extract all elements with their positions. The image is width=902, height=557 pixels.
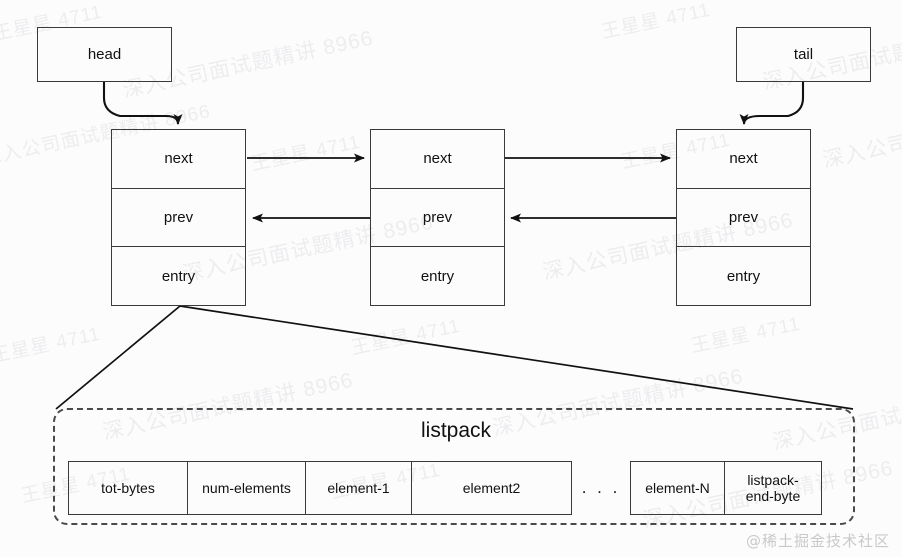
head-pointer-box[interactable]: head (37, 27, 172, 82)
node2-cell-prev: prev (371, 187, 504, 247)
head-to-node1-arrow (102, 82, 183, 125)
listpack-right-group: element-N listpack- end-byte (630, 461, 822, 515)
quicklist-node-3[interactable]: next prev entry (676, 129, 811, 306)
listpack-field-element2[interactable]: element2 (411, 462, 571, 514)
watermark-text: 王星星 4711 (0, 323, 103, 368)
node1-cell-next: next (164, 150, 193, 168)
listpack-field-row: tot-bytes num-elements element-1 element… (68, 461, 822, 515)
listpack-field-num-elements[interactable]: num-elements (187, 462, 305, 514)
listpack-field-element-n[interactable]: element-N (645, 479, 710, 496)
node3-cell-next: next (729, 150, 758, 168)
watermark-text: 王星星 4711 (599, 0, 713, 44)
entry-expand-line-left (55, 305, 181, 410)
listpack-title: listpack (420, 419, 492, 442)
tail-pointer-box[interactable]: tail (736, 27, 871, 82)
listpack-field-element-1[interactable]: element-1 (305, 462, 411, 514)
watermark-text: 王星星 4711 (689, 313, 803, 358)
node2-cell-entry[interactable]: entry (371, 246, 504, 305)
node1-cell-prev: prev (112, 187, 245, 247)
listpack-container: listpack tot-bytes num-elements element-… (53, 408, 855, 525)
site-credit-watermark: @稀土掘金技术社区 (745, 532, 890, 550)
watermark-text: 王星星 4711 (349, 315, 463, 360)
quicklist-node-1[interactable]: next prev entry (111, 129, 246, 306)
listpack-ellipsis: . . . (581, 478, 621, 497)
listpack-field-tot-bytes[interactable]: tot-bytes (101, 479, 155, 496)
node3-cell-entry[interactable]: entry (677, 246, 810, 305)
watermark-text: 深入公司面试题精讲 8966 (820, 97, 902, 173)
tail-pointer-label: tail (793, 46, 814, 63)
node3-cell-prev: prev (677, 187, 810, 247)
entry-expand-line-right (179, 305, 854, 410)
listpack-left-group: tot-bytes num-elements element-1 element… (68, 461, 572, 515)
watermark-text: 王星星 4711 (249, 131, 363, 176)
node2-cell-next: next (423, 150, 452, 168)
tail-to-node3-arrow (739, 82, 805, 125)
quicklist-node-2[interactable]: next prev entry (370, 129, 505, 306)
head-pointer-label: head (87, 46, 122, 63)
listpack-field-listpack-end-byte[interactable]: listpack- end-byte (724, 462, 821, 514)
node1-cell-entry[interactable]: entry (112, 246, 245, 305)
